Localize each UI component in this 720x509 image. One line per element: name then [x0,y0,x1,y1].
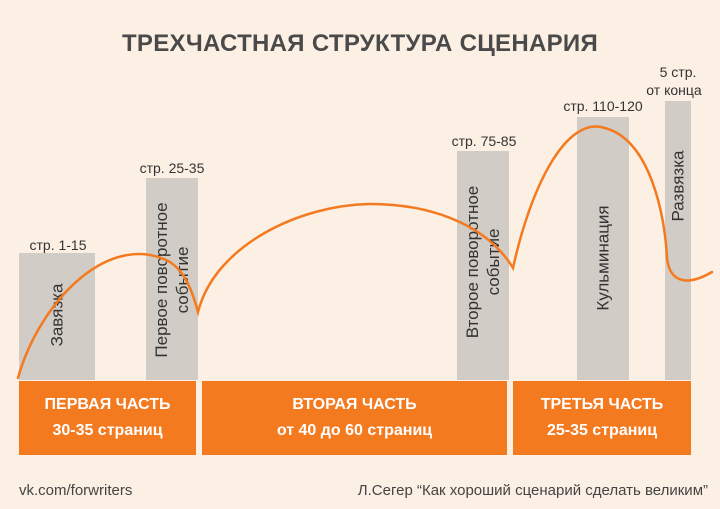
part-third-pages: 25-35 страниц [546,422,658,439]
page-label-setup: стр. 1-15 [29,237,87,253]
part-first: ПЕРВАЯ ЧАСТЬ 30-35 страниц [19,381,196,455]
part-second-name: ВТОРАЯ ЧАСТЬ [292,396,417,413]
page-label-resolution-line2: от конца [646,82,702,98]
column-first-turning-point [146,178,198,380]
story-arc-path [16,125,714,380]
part-first-name: ПЕРВАЯ ЧАСТЬ [44,396,171,413]
page-label-second-turning-point: стр. 75-85 [451,133,517,149]
part-second-pages: от 40 до 60 страниц [276,422,433,439]
page-title: ТРЕХЧАСТНАЯ СТРУКТУРА СЦЕНАРИЯ [121,30,599,57]
part-third: ТРЕТЬЯ ЧАСТЬ 25-35 страниц [513,381,691,455]
page-label-first-turning-point: стр. 25-35 [139,160,205,176]
footer-source-link[interactable]: vk.com/forwriters [19,482,133,499]
column-second-turning-point [457,151,509,380]
part-second: ВТОРАЯ ЧАСТЬ от 40 до 60 страниц [202,381,507,455]
footer-citation: Л.Сегер “Как хороший сценарий сделать ве… [357,482,708,499]
column-setup [19,253,95,380]
page-label-climax: стр. 110-120 [563,98,643,114]
part-first-pages: 30-35 страниц [52,422,163,439]
part-third-name: ТРЕТЬЯ ЧАСТЬ [540,396,664,413]
page-label-resolution-line1: 5 стр. [659,64,697,80]
column-climax [577,117,629,380]
column-resolution [665,101,691,380]
